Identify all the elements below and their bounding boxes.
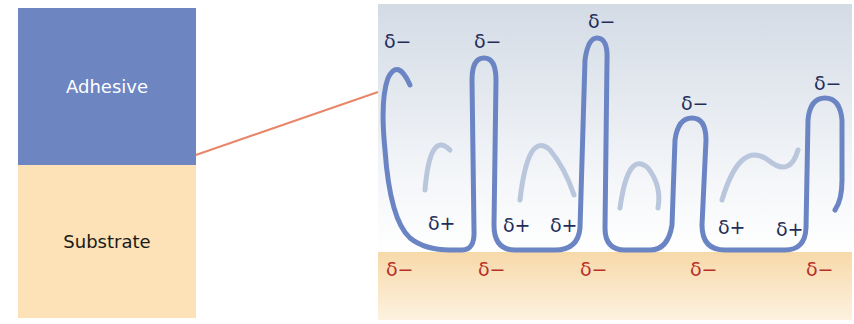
partial-charge: δ− bbox=[814, 72, 842, 94]
partial-charge: δ+ bbox=[503, 214, 531, 236]
partial-charge: δ− bbox=[384, 30, 412, 52]
partial-charge: δ− bbox=[806, 258, 834, 280]
partial-charge: δ− bbox=[474, 30, 502, 52]
partial-charge: δ− bbox=[386, 258, 414, 280]
substrate-zone bbox=[378, 252, 852, 320]
partial-charge: δ+ bbox=[718, 216, 746, 238]
background-chains bbox=[425, 145, 798, 208]
zoom-rect bbox=[108, 140, 190, 182]
polymer-chain bbox=[383, 38, 842, 250]
partial-charge: δ+ bbox=[550, 214, 578, 236]
partial-charge: δ− bbox=[588, 10, 616, 32]
partial-charge: δ− bbox=[478, 258, 506, 280]
partial-charge: δ− bbox=[681, 92, 709, 114]
partial-charge: δ+ bbox=[776, 218, 804, 240]
partial-charge: δ+ bbox=[428, 212, 456, 234]
adhesive-zone bbox=[378, 4, 852, 254]
partial-charge: δ− bbox=[580, 258, 608, 280]
adhesive-block: Adhesive bbox=[18, 8, 196, 165]
substrate-block: Substrate bbox=[18, 165, 196, 318]
zoom-leader bbox=[190, 92, 378, 157]
block-label: Substrate bbox=[63, 231, 150, 252]
partial-charge: δ− bbox=[690, 258, 718, 280]
block-label: Adhesive bbox=[66, 76, 148, 97]
